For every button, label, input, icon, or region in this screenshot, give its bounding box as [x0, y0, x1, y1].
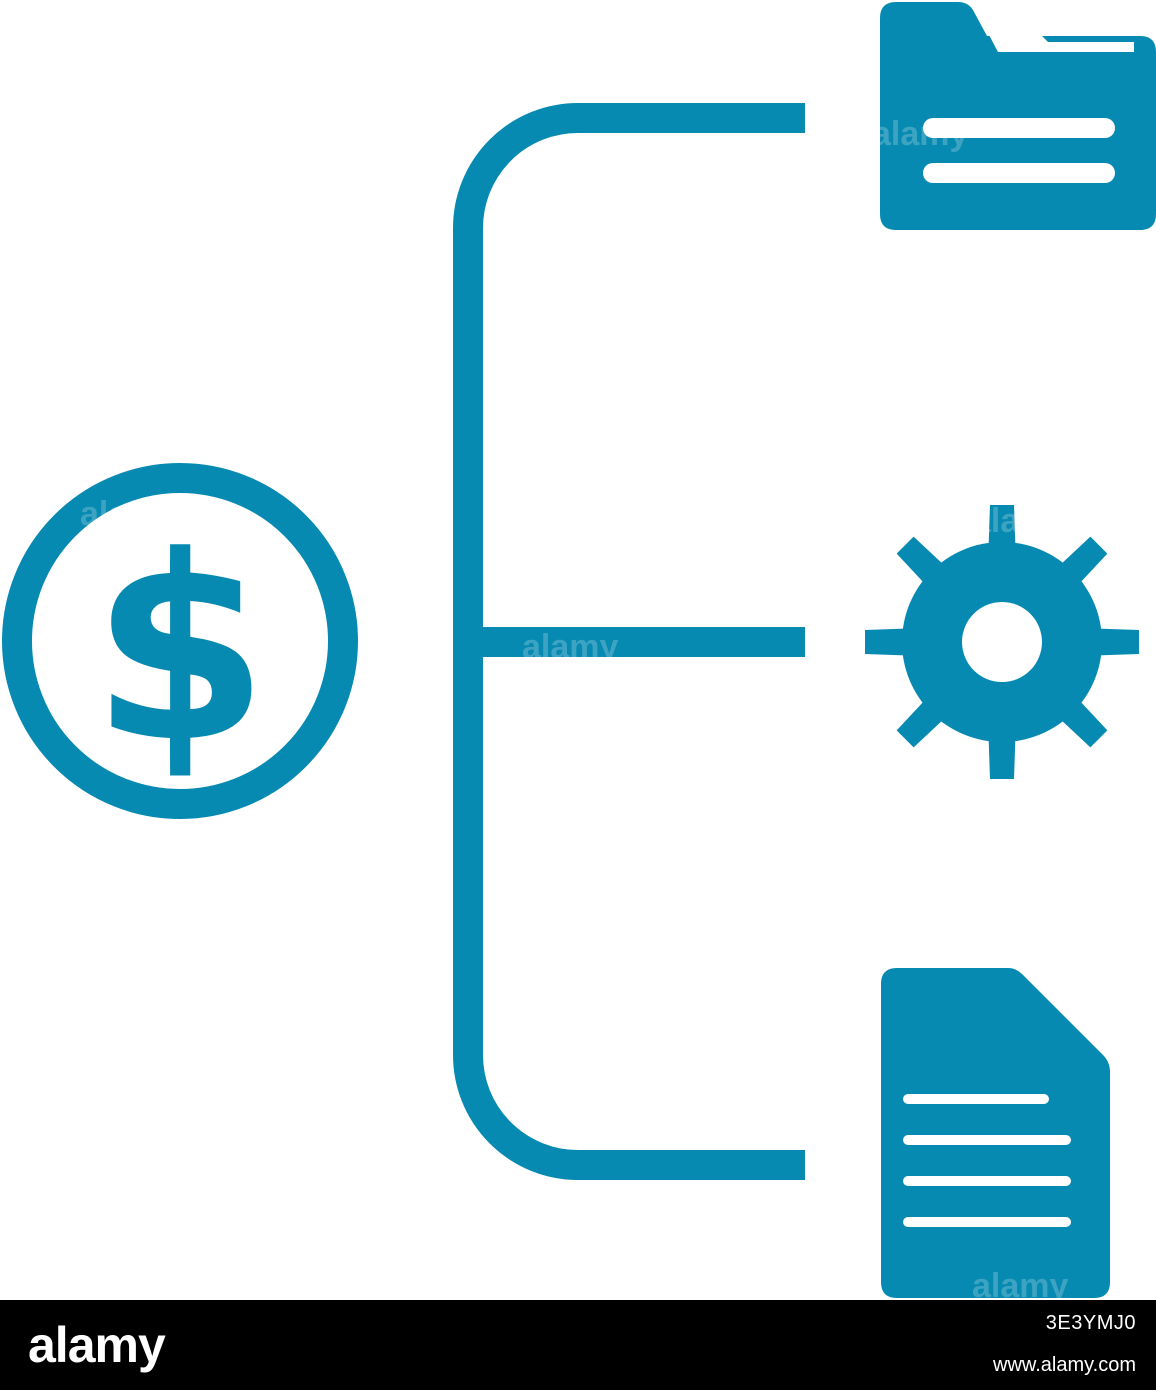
- branch-connector: [453, 103, 805, 1180]
- document-body: [881, 968, 1110, 1298]
- gear-tooth: [988, 505, 1016, 564]
- document-line-3: [903, 1176, 1071, 1186]
- connector-top-branch: [453, 103, 805, 642]
- document-line-1: [903, 1094, 1049, 1104]
- document-icon: [881, 968, 1110, 1298]
- gear-hole: [962, 602, 1042, 682]
- watermark-text: alamy: [972, 1267, 1068, 1300]
- watermark-text: alamy: [872, 115, 968, 153]
- watermark-text: alamy: [80, 495, 176, 533]
- gear-icon: [865, 505, 1139, 779]
- watermark-text: alamy: [972, 502, 1068, 540]
- document-line-2: [903, 1135, 1071, 1145]
- watermark-group: alamy alamy alamy alamy alamy: [80, 115, 1068, 1300]
- watermark-text: alamy: [522, 628, 618, 666]
- gear-tooth: [865, 628, 924, 656]
- gear-tooth: [1047, 536, 1108, 597]
- document-line-4: [903, 1217, 1071, 1227]
- gear-tooth: [896, 536, 957, 597]
- coin-ring: [2, 463, 358, 819]
- footer-url: www.alamy.com: [993, 1354, 1136, 1376]
- footer-logo: alamy: [28, 1317, 166, 1373]
- connector-bottom-branch: [453, 642, 805, 1180]
- folder-icon: [880, 2, 1156, 230]
- gear-tooth: [1047, 687, 1108, 748]
- folder-line-1: [923, 118, 1115, 138]
- gear-tooth: [988, 720, 1016, 779]
- gear-tooth: [1080, 628, 1139, 656]
- dollar-sign: $: [91, 502, 268, 799]
- dollar-coin-icon: $: [2, 463, 358, 819]
- gear-tooth: [896, 687, 957, 748]
- flow-diagram: $: [2, 2, 1156, 1300]
- folder-paper-tab: [978, 14, 1134, 52]
- image-id-label: 3E3YMJ0: [1045, 1312, 1136, 1334]
- footer-bar: alamy 3E3YMJ0 www.alamy.com: [0, 1300, 1156, 1390]
- folder-line-2: [923, 163, 1115, 183]
